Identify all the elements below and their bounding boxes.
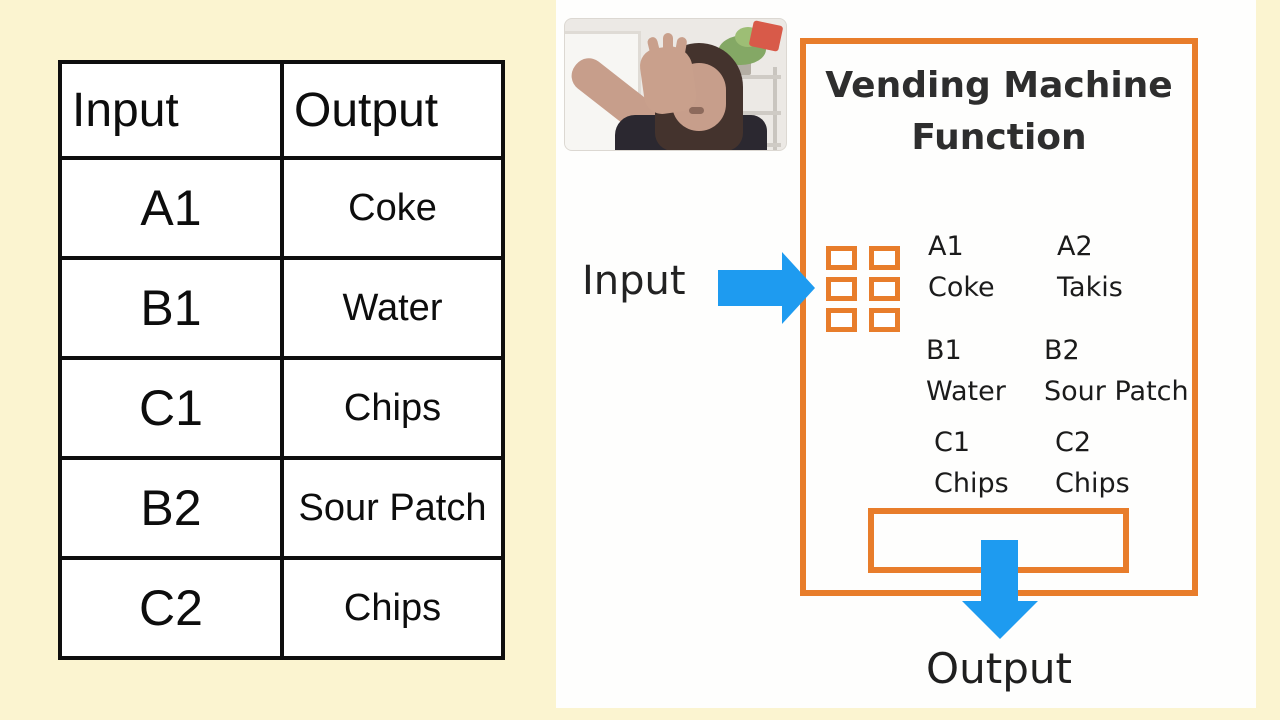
table-cell-output: Sour Patch [284, 460, 501, 556]
table-cell-output: Chips [284, 360, 501, 456]
vm-item-code: B1 [926, 335, 962, 366]
webcam-person-finger [663, 33, 673, 57]
table-cell-input: B1 [62, 260, 280, 356]
vm-item-a1: A1 Coke [928, 232, 995, 303]
table-cell-input: C1 [62, 360, 280, 456]
keypad-button-icon [826, 277, 857, 301]
input-output-table: Input Output A1 Coke B1 Water C1 Chips B… [58, 60, 505, 660]
vm-item-c2: C2 Chips [1055, 428, 1130, 499]
input-arrow-head-icon [782, 252, 815, 324]
table-cell-input: C2 [62, 560, 280, 656]
vm-item-name: Coke [928, 272, 995, 303]
webcam-person-mouth [689, 107, 704, 114]
table-cell-input: A1 [62, 160, 280, 256]
table-header-input: Input [62, 64, 280, 156]
vm-item-code: C2 [1055, 427, 1092, 458]
table-cell-output: Coke [284, 160, 501, 256]
vm-item-name: Chips [934, 468, 1009, 499]
vm-item-name: Water [926, 376, 1006, 407]
keypad-button-icon [869, 308, 900, 332]
input-arrow-icon [718, 270, 782, 306]
webcam-shelf [715, 75, 781, 79]
webcam-shelf [715, 111, 781, 115]
table-cell-output: Water [284, 260, 501, 356]
keypad-button-icon [869, 277, 900, 301]
vm-item-name: Sour Patch [1044, 376, 1189, 407]
table-header-output: Output [284, 64, 501, 156]
output-label: Output [926, 644, 1072, 693]
vm-item-name: Takis [1057, 272, 1123, 303]
vm-item-name: Chips [1055, 468, 1130, 499]
vm-item-code: B2 [1044, 335, 1080, 366]
keypad-button-icon [826, 246, 857, 270]
vm-item-b1: B1 Water [926, 336, 1006, 407]
table-cell-output: Chips [284, 560, 501, 656]
vm-item-code: A2 [1057, 231, 1093, 262]
output-arrow-icon [981, 540, 1018, 602]
webcam-shelf-post [773, 67, 777, 150]
vm-item-c1: C1 Chips [934, 428, 1009, 499]
keypad-button-icon [869, 246, 900, 270]
vm-item-code: C1 [934, 427, 971, 458]
input-label: Input [582, 258, 686, 304]
vm-item-code: A1 [928, 231, 964, 262]
vending-keypad [826, 246, 900, 332]
vm-item-b2: B2 Sour Patch [1044, 336, 1189, 407]
diagram-title-line2: Function [911, 117, 1087, 158]
webcam-video [564, 18, 787, 151]
vm-item-a2: A2 Takis [1057, 232, 1123, 303]
table-cell-input: B2 [62, 460, 280, 556]
output-arrow-head-icon [962, 601, 1038, 639]
diagram-title: Vending Machine Function [806, 60, 1192, 164]
diagram-title-line1: Vending Machine [825, 65, 1173, 106]
keypad-button-icon [826, 308, 857, 332]
